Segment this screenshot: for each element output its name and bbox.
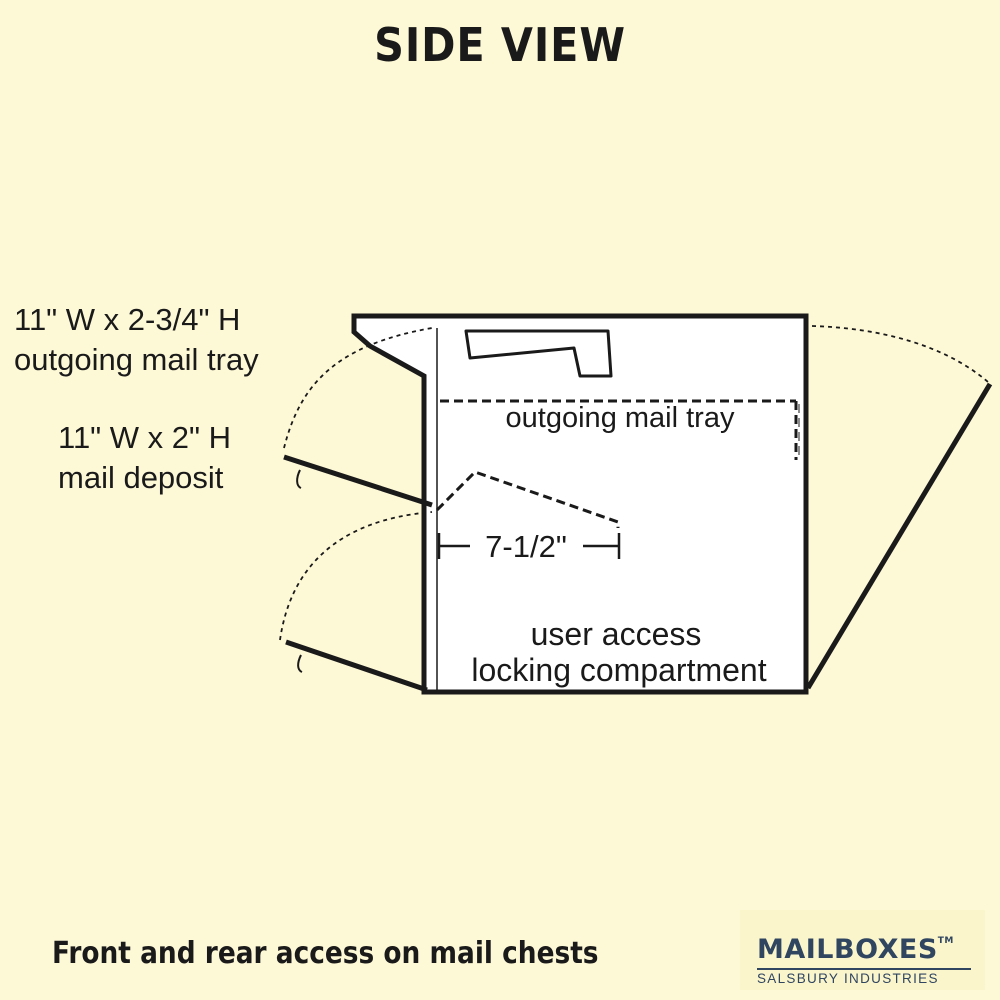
tray-dimensions: 11" W x 2-3/4" H [14, 302, 241, 337]
compartment-label-line1: user access [531, 616, 702, 652]
rear-door-swing-arc [811, 325, 989, 383]
logo-brand: MAILBOXESTM [757, 934, 954, 965]
deposit-callout-name: mail deposit [58, 460, 224, 495]
upper-door-swing-arc [283, 327, 433, 449]
depth-dimension-label: 7-1/2" [485, 529, 567, 564]
logo-brand-text: MAILBOXES [757, 934, 938, 965]
mail-deposit-chute [435, 470, 620, 528]
deposit-callout: 11" W x 2" H mail deposit [58, 418, 231, 498]
mail-slot-handle [464, 329, 613, 378]
mailbox-body [351, 313, 809, 695]
logo-trademark: TM [937, 936, 954, 946]
compartment-label-line2: locking compartment [471, 652, 766, 688]
tray-label: outgoing mail tray [506, 402, 735, 434]
rear-door [805, 382, 993, 690]
upper-door [283, 454, 433, 508]
mailboxes-logo: MAILBOXESTM SALSBURY INDUSTRIES [740, 910, 985, 990]
lower-door-handle [297, 654, 303, 673]
deposit-dimensions: 11" W x 2" H [58, 420, 232, 455]
logo-divider [757, 968, 971, 970]
logo-subtitle: SALSBURY INDUSTRIES [757, 971, 939, 986]
page-title: SIDE VIEW [374, 18, 626, 72]
upper-door-handle [296, 469, 302, 489]
tray-callout: 11" W x 2-3/4" H outgoing mail tray [14, 300, 259, 380]
lower-door [285, 639, 428, 693]
lower-door-swing-arc [279, 511, 433, 641]
footer-caption: Front and rear access on mail chests [52, 936, 599, 971]
tray-callout-name: outgoing mail tray [14, 342, 259, 377]
